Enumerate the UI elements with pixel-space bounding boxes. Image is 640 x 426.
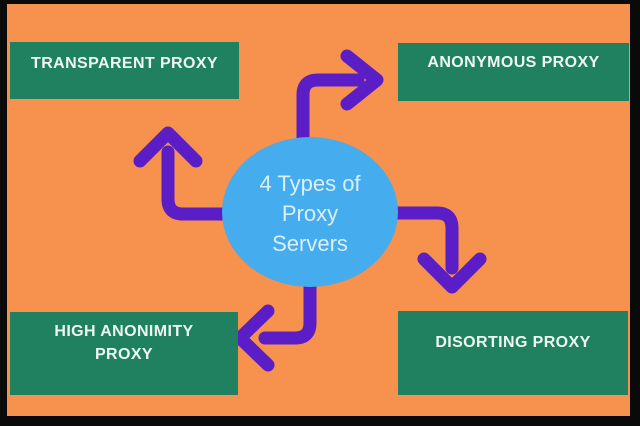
center-title-line: Proxy [281, 201, 339, 226]
connector-arrows [133, 49, 487, 372]
center-title-line: Servers [272, 231, 348, 256]
node-label: HIGH ANONIMITY [54, 323, 194, 340]
node-anonymous-proxy: ANONYMOUS PROXY [398, 43, 629, 101]
node-label: DISORTING PROXY [435, 334, 591, 351]
arrow-up-right-icon [296, 49, 384, 147]
node-transparent-proxy: TRANSPARENT PROXY [10, 42, 239, 99]
arrow-right-down-icon [386, 206, 487, 294]
node-disorting-proxy: DISORTING PROXY [398, 311, 628, 395]
arrow-left-up-icon [133, 126, 233, 221]
arrow-down-left-icon [233, 277, 317, 372]
node-label: TRANSPARENT PROXY [31, 55, 218, 72]
center-circle: 4 Types of Proxy Servers [222, 137, 398, 287]
center-title-line: 4 Types of [259, 171, 361, 196]
node-label: ANONYMOUS PROXY [427, 54, 600, 71]
node-label: PROXY [94, 346, 153, 363]
diagram-background: 4 Types of Proxy Servers TRANSPARENT PRO… [7, 4, 630, 416]
node-high-anonimity-proxy: HIGH ANONIMITY PROXY [10, 312, 238, 395]
